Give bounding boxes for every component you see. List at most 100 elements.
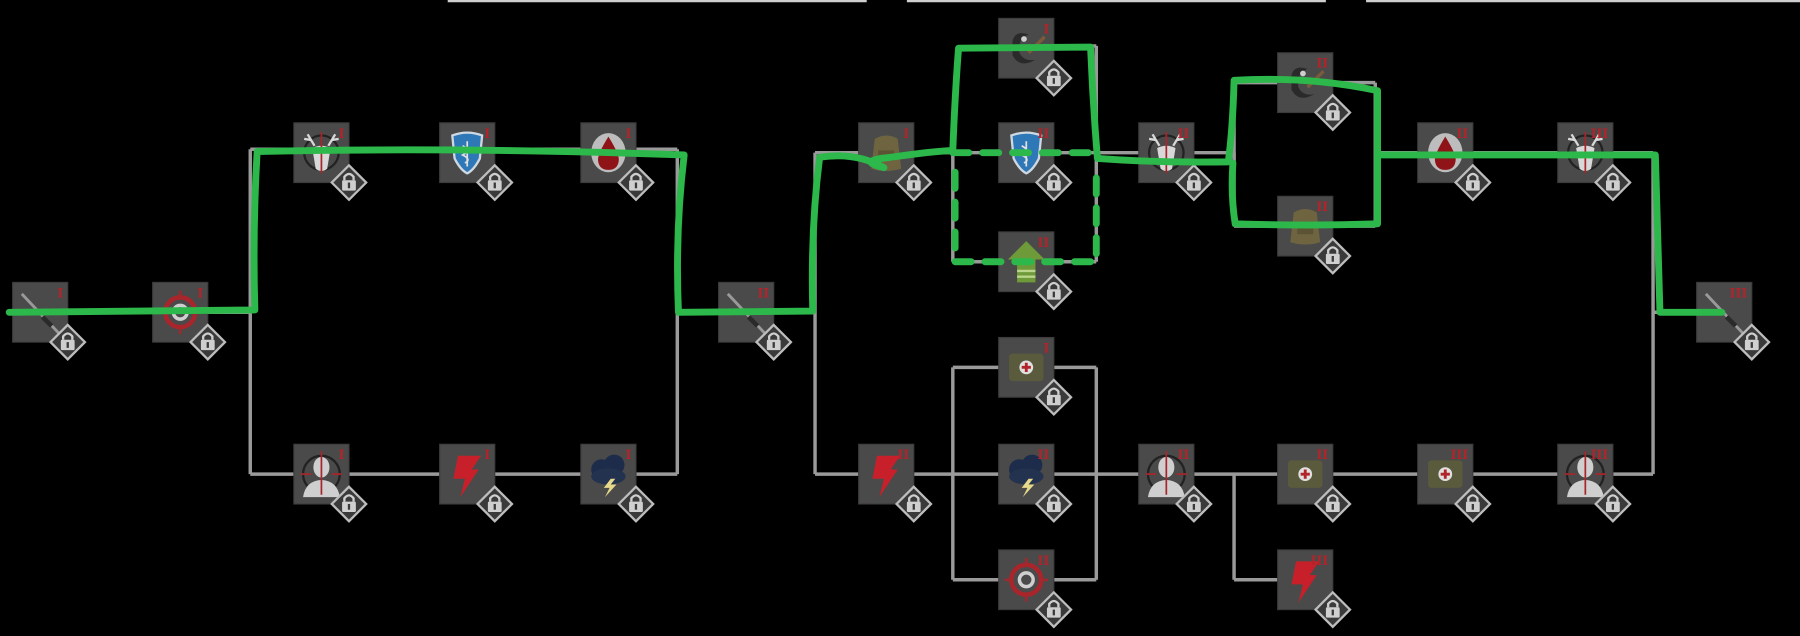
storm-cloud-icon bbox=[591, 454, 626, 498]
tier-numeral: II bbox=[1316, 56, 1328, 71]
tier-numeral: I bbox=[338, 126, 344, 141]
skill-node-deer-crosshair[interactable]: III bbox=[1557, 122, 1632, 202]
padlock-icon bbox=[1034, 485, 1073, 523]
target-icon bbox=[1004, 557, 1049, 602]
skill-node-target[interactable]: II bbox=[998, 549, 1073, 629]
tier-numeral: III bbox=[1451, 447, 1469, 462]
padlock-icon bbox=[1594, 163, 1632, 202]
padlock-icon bbox=[48, 323, 87, 361]
padlock-icon bbox=[1453, 163, 1492, 202]
padlock-icon bbox=[188, 323, 227, 361]
padlock-icon bbox=[1594, 485, 1632, 523]
skill-node-lightning-bolt[interactable]: I bbox=[439, 443, 514, 523]
tier-numeral: II bbox=[1316, 447, 1328, 462]
skill-node-knife[interactable]: II bbox=[1277, 52, 1352, 132]
tier-numeral: I bbox=[903, 126, 909, 141]
storm-cloud-icon bbox=[1009, 454, 1044, 498]
tier-numeral: I bbox=[484, 126, 490, 141]
node-frame bbox=[1277, 443, 1334, 505]
skill-node-medkit[interactable]: I bbox=[998, 336, 1073, 417]
padlock-icon bbox=[894, 163, 933, 202]
padlock-icon bbox=[1313, 485, 1352, 523]
skill-node-sniper-rifle[interactable]: II bbox=[718, 281, 793, 361]
tier-numeral: III bbox=[1591, 447, 1609, 462]
head-crosshair-icon bbox=[1564, 451, 1606, 498]
head-crosshair-icon bbox=[300, 451, 343, 498]
lightning-bolt-icon bbox=[872, 455, 900, 498]
medkit-icon bbox=[1009, 353, 1044, 382]
tier-numeral: I bbox=[484, 447, 490, 462]
tier-numeral: II bbox=[1037, 553, 1049, 568]
padlock-icon bbox=[330, 163, 368, 202]
skill-node-storm-cloud[interactable]: II bbox=[998, 443, 1073, 523]
tier-numeral: II bbox=[757, 285, 769, 300]
skill-node-backpack[interactable]: II bbox=[1277, 195, 1352, 275]
padlock-icon bbox=[894, 485, 933, 523]
tier-numeral: II bbox=[1177, 447, 1189, 462]
padlock-icon bbox=[1732, 323, 1771, 361]
skill-node-head-crosshair[interactable]: I bbox=[293, 443, 368, 523]
padlock-icon bbox=[754, 323, 793, 361]
skill-node-lightning-bolt[interactable]: III bbox=[1277, 549, 1352, 629]
skill-node-blood-drop[interactable]: II bbox=[1417, 122, 1492, 202]
skill-node-head-crosshair[interactable]: III bbox=[1557, 443, 1632, 523]
skill-node-medic-shield[interactable]: II bbox=[998, 122, 1073, 202]
padlock-icon bbox=[1034, 163, 1073, 202]
tier-numeral: I bbox=[338, 447, 344, 462]
tier-numeral: II bbox=[1037, 235, 1049, 250]
skill-node-medic-shield[interactable]: I bbox=[439, 122, 514, 202]
skill-node-sniper-rifle[interactable]: I bbox=[12, 281, 87, 361]
skill-node-blood-drop[interactable]: I bbox=[580, 122, 655, 202]
tier-numeral: III bbox=[1729, 285, 1747, 300]
padlock-icon bbox=[1313, 237, 1352, 275]
drawn-route-overlay bbox=[5, 43, 1726, 316]
skill-node-lightning-bolt[interactable]: II bbox=[858, 443, 933, 523]
lightning-bolt-icon bbox=[453, 455, 481, 498]
padlock-icon bbox=[1175, 485, 1213, 523]
tier-numeral: I bbox=[625, 447, 631, 462]
padlock-icon bbox=[1313, 590, 1352, 629]
skill-node-storm-cloud[interactable]: I bbox=[580, 443, 655, 523]
padlock-icon bbox=[1453, 485, 1492, 523]
tier-numeral: II bbox=[1037, 126, 1049, 141]
tier-numeral: II bbox=[1177, 126, 1189, 141]
tier-numeral: I bbox=[1043, 340, 1049, 355]
tier-numeral: II bbox=[1456, 126, 1468, 141]
skill-node-deer-crosshair[interactable]: I bbox=[293, 122, 368, 202]
tier-numeral: II bbox=[1316, 199, 1328, 214]
tier-numeral: I bbox=[57, 285, 63, 300]
drawn-route-dashed bbox=[949, 149, 1100, 266]
medkit-icon bbox=[1288, 460, 1323, 488]
padlock-icon bbox=[617, 485, 655, 523]
tier-numeral: II bbox=[897, 447, 909, 462]
tier-numeral: I bbox=[1043, 21, 1049, 36]
medkit-icon bbox=[1428, 460, 1463, 488]
padlock-icon bbox=[330, 485, 368, 523]
skill-node-knife[interactable]: I bbox=[998, 17, 1073, 97]
padlock-icon bbox=[1034, 378, 1073, 417]
skill-node-medkit[interactable]: II bbox=[1277, 443, 1352, 523]
head-crosshair-icon bbox=[1145, 451, 1187, 498]
padlock-icon bbox=[1175, 163, 1213, 202]
skill-node-head-crosshair[interactable]: II bbox=[1138, 443, 1213, 523]
padlock-icon bbox=[1313, 93, 1352, 132]
tier-numeral: II bbox=[1037, 447, 1049, 462]
skill-node-sniper-rifle[interactable]: III bbox=[1696, 281, 1771, 361]
tier-numeral: I bbox=[625, 126, 631, 141]
padlock-icon bbox=[475, 163, 514, 202]
tier-numeral: III bbox=[1310, 553, 1328, 568]
padlock-icon bbox=[1034, 59, 1073, 97]
padlock-icon bbox=[1034, 590, 1073, 629]
padlock-icon bbox=[475, 485, 514, 523]
tier-numeral: I bbox=[197, 285, 203, 300]
padlock-icon bbox=[617, 163, 655, 202]
skill-node-rank-arrow[interactable]: II bbox=[998, 231, 1073, 311]
lightning-bolt-icon bbox=[1291, 561, 1320, 603]
padlock-icon bbox=[1034, 272, 1073, 311]
skill-node-target[interactable]: I bbox=[152, 281, 227, 361]
skill-node-medkit[interactable]: III bbox=[1417, 443, 1492, 523]
tier-numeral: III bbox=[1591, 126, 1609, 141]
drawn-route-main bbox=[5, 43, 1726, 316]
